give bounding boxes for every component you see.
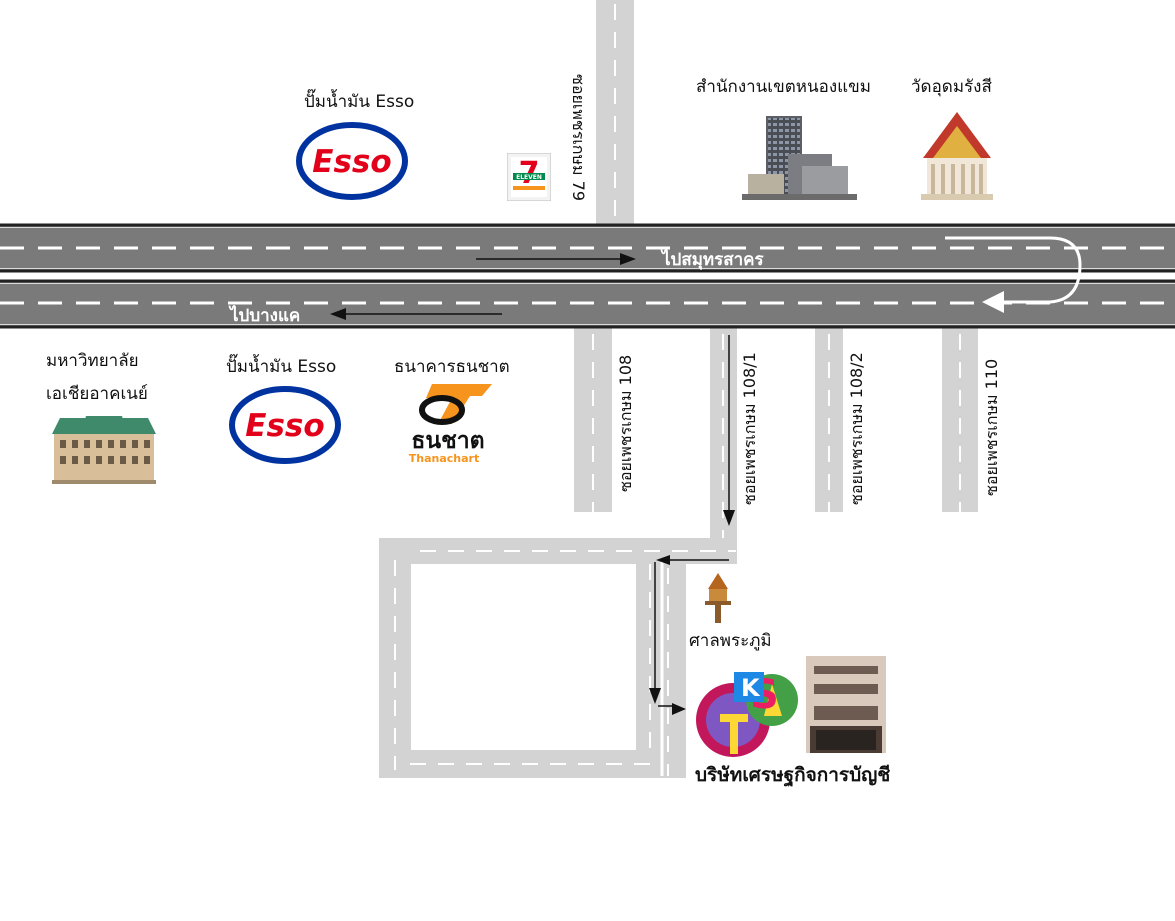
direction-arrow-lower — [330, 308, 502, 320]
soi-110-road — [942, 328, 978, 512]
esso-south-logo: Esso — [229, 386, 341, 464]
seven-eleven-text: ELEVEN — [516, 174, 542, 181]
esso-north-logo-text: Esso — [312, 144, 391, 180]
thanachart-logo-en: Thanachart — [409, 452, 479, 465]
u-turn-arrow — [945, 236, 1082, 313]
esso-north-logo: Esso — [296, 122, 408, 200]
seven-eleven-logo: 7 ELEVEN — [507, 153, 551, 201]
university-building-icon — [52, 416, 156, 484]
main-road-upper — [0, 223, 1175, 273]
shrine-label: ศาลพระภูมิ — [689, 631, 772, 651]
temple-label: วัดอุดมรังสี — [911, 77, 992, 97]
soi-108-2-label: ซอยเพชรเกษม 108/2 — [847, 352, 866, 505]
university-label-line1: มหาวิทยาลัย — [46, 351, 139, 371]
soi-108-road — [574, 328, 612, 512]
esso-south-label: ปั๊มน้ำมัน Esso — [226, 357, 337, 377]
thanachart-logo: ธนชาต Thanachart — [409, 384, 492, 465]
esso-south-logo-text: Esso — [245, 408, 324, 444]
temple-icon — [921, 112, 993, 200]
soi-79-road — [596, 0, 634, 224]
soi-108-2-road — [815, 328, 843, 512]
esso-north-label: ปั๊มน้ำมัน Esso — [304, 92, 415, 112]
company-logo: S K — [696, 672, 798, 757]
district-office-building-icon — [742, 116, 857, 200]
district-office-label: สำนักงานเขตหนองแขม — [696, 77, 871, 97]
route-arrow — [649, 335, 735, 715]
soi-110-label: ซอยเพชรเกษม 110 — [982, 358, 1001, 496]
shrine-icon — [705, 573, 731, 623]
soi-79-label: ซอยเพชรเกษม 79 — [569, 74, 588, 202]
direction-arrow-upper — [476, 253, 636, 265]
direction-label-bang-khae: ไปบางแค — [230, 306, 301, 326]
company-name: บริษัทเศรษฐกิจการบัญชี — [695, 764, 891, 786]
soi-108-1-label: ซอยเพชรเกษม 108/1 — [740, 352, 759, 505]
soi-108-1-road — [379, 328, 737, 778]
soi-108-label: ซอยเพชรเกษม 108 — [616, 354, 635, 492]
bank-label: ธนาคารธนชาต — [394, 357, 510, 377]
main-road-lower — [0, 279, 1175, 329]
thanachart-logo-thai: ธนชาต — [411, 428, 484, 454]
university-label-line2: เอเชียอาคเนย์ — [46, 384, 148, 404]
direction-label-samut-sakhon: ไปสมุทรสาคร — [662, 250, 764, 270]
company-building-photo — [806, 656, 886, 753]
svg-text:K: K — [741, 674, 761, 702]
